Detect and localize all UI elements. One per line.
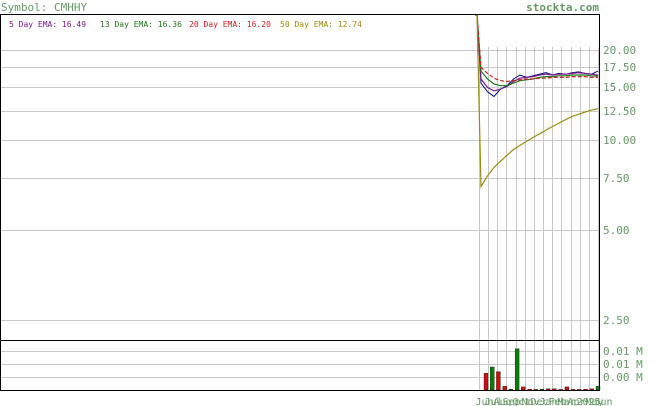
volume-bar: [546, 388, 551, 391]
volume-tick-label: 0.01 M: [603, 345, 643, 358]
axis-layer: 20.00 17.50 15.00 12.50 10.00 7.50 5.00 2.50Jun…: [476, 44, 644, 406]
legend-ema5: 5 Day EMA: 16.49: [9, 20, 86, 29]
x-tick-label: Sep: [503, 397, 521, 406]
price-tick-label: 12.50: [603, 105, 636, 118]
x-tick-label: Jun: [595, 397, 613, 406]
ema20-line: [475, 14, 598, 83]
volume-bar: [589, 388, 594, 391]
volume-bar: [527, 388, 532, 391]
x-tick-label: Feb: [549, 397, 567, 406]
price-tick-label: 7.50: [603, 172, 630, 185]
x-tick-label: Oct: [513, 397, 531, 406]
brand-label: stockta.com: [526, 1, 599, 14]
volume-tick-label: 0.01 M: [603, 358, 643, 371]
price-tick-label: 10.00: [603, 134, 636, 147]
volume-bar: [496, 371, 501, 391]
price-tick-label: 2.50: [603, 314, 630, 327]
price-tick-label: 17.50: [603, 61, 636, 74]
volume-panel-frame: [0, 340, 600, 391]
x-tick-label: Jan: [540, 397, 558, 406]
volume-bar: [539, 388, 545, 391]
x-tick-label: Dec: [531, 397, 549, 406]
x-tick-label: Apr: [568, 397, 586, 406]
symbol-label: Symbol: CMHHY: [1, 1, 87, 14]
volume-bar: [533, 389, 538, 391]
price-tick-label: 20.00: [603, 44, 636, 57]
volume-layer: [483, 348, 601, 391]
x-tick-label: Jul: [485, 397, 503, 406]
x-tick-label: 2025: [577, 397, 601, 406]
ema5-line: [475, 14, 599, 92]
price-tick-label: 15.00: [603, 81, 636, 94]
legend-ema13: 13 Day EMA: 16.36: [100, 20, 182, 29]
price-line: [475, 14, 599, 98]
ema50-line: [475, 14, 599, 189]
volume-tick-label: 0.00 M: [603, 371, 643, 384]
x-tick-label: Jun: [476, 397, 494, 406]
price-panel-frame: [0, 14, 600, 341]
volume-bar: [552, 388, 557, 391]
x-tick-label: Mar: [558, 397, 576, 406]
volume-bar: [508, 388, 514, 391]
x-tick-label: Aug: [494, 397, 512, 406]
volume-bar: [570, 389, 576, 391]
volume-bar: [583, 388, 588, 391]
volume-bar: [490, 366, 495, 391]
volume-bar: [564, 386, 570, 391]
volume-bar: [483, 373, 489, 391]
price-layer: [475, 14, 599, 189]
volume-bar: [558, 389, 563, 391]
grid-layer: [1, 47, 599, 390]
volume-bar: [514, 348, 520, 391]
legend-ema50: 50 Day EMA: 12.74: [280, 20, 362, 29]
volume-bar: [502, 386, 507, 391]
x-tick-label: May: [586, 397, 604, 406]
volume-bar: [521, 386, 526, 391]
legend-ema20: 20 Day EMA: 16.20: [189, 20, 271, 29]
volume-bar: [577, 389, 582, 391]
x-tick-label: Nov: [522, 397, 540, 406]
price-tick-label: 5.00: [603, 224, 630, 237]
